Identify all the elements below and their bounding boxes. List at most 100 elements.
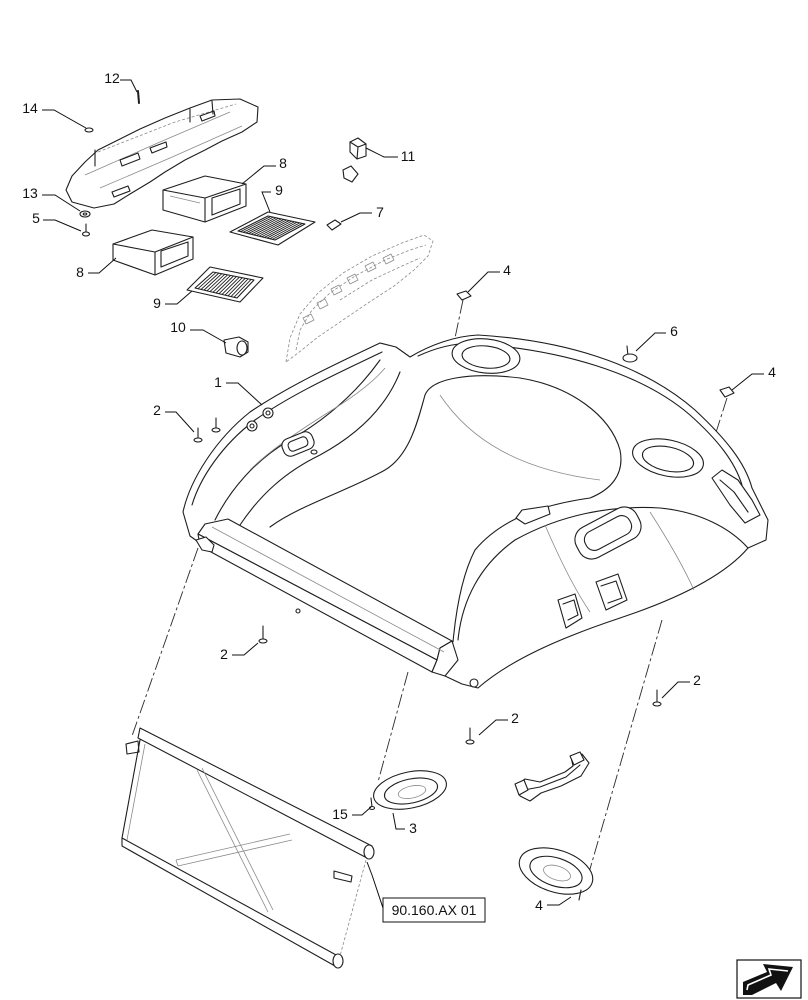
callouts: 12 14 13 5 8 9 11 7: [22, 70, 776, 913]
leader-line: [478, 719, 508, 736]
callout-number[interactable]: 8: [76, 264, 84, 280]
navigation-arrow-icon[interactable]: [736, 959, 802, 999]
filter-slat-line: [197, 272, 217, 290]
clip-small: [342, 165, 359, 183]
duct-edge: [84, 111, 231, 176]
callout-9-lower[interactable]: 9: [153, 290, 193, 311]
frame-roller-end: [363, 844, 375, 860]
arrow-shape: [743, 964, 793, 995]
callout-4-upper[interactable]: 4: [467, 262, 511, 293]
filter-slat-line: [243, 216, 274, 233]
side-vent-detail: [719, 479, 749, 513]
frame-brace: [201, 767, 274, 911]
callout-number[interactable]: 3: [409, 820, 417, 836]
callout-15[interactable]: 15: [332, 806, 372, 822]
side-wall-crease: [239, 371, 401, 526]
leader-line: [467, 271, 500, 293]
callout-9-upper[interactable]: 9: [261, 182, 283, 213]
phantom-line: [131, 547, 199, 737]
speaker-opening-right: [632, 438, 704, 478]
callout-8-lower[interactable]: 8: [76, 257, 117, 280]
filter-slat-line: [227, 277, 246, 297]
console-edge: [339, 257, 421, 301]
leader-line: [366, 861, 384, 909]
filter-slat-line: [224, 277, 243, 296]
leader-line: [661, 681, 690, 699]
callout-8-upper[interactable]: 8: [241, 155, 287, 185]
callout-number[interactable]: 13: [22, 185, 38, 201]
frame-side-right: [339, 859, 367, 957]
callout-5[interactable]: 5: [32, 210, 82, 232]
plug: [84, 127, 94, 133]
handle-end: [514, 779, 529, 796]
callout-number[interactable]: 4: [768, 364, 776, 380]
callout-2-right[interactable]: 2: [661, 672, 701, 699]
callout-number[interactable]: 5: [32, 210, 40, 226]
callout-2-visor[interactable]: 2: [220, 642, 259, 662]
duct-tab: [111, 185, 131, 198]
callout-number[interactable]: 4: [535, 897, 543, 913]
filter-slat-line: [200, 272, 220, 290]
callout-2-left[interactable]: 2: [153, 402, 195, 433]
leader-line: [731, 373, 764, 391]
cross-reference-link[interactable]: 90.160.AX 01: [366, 861, 486, 923]
shell-fastener: [246, 420, 258, 432]
callout-number[interactable]: 2: [220, 646, 228, 662]
callout-number[interactable]: 12: [104, 70, 120, 86]
callout-6[interactable]: 6: [635, 323, 678, 352]
screw: [193, 427, 203, 443]
callout-10[interactable]: 10: [170, 319, 227, 344]
callout-number[interactable]: 7: [376, 204, 384, 220]
duct-tab: [119, 152, 141, 167]
filter-slat-line: [272, 223, 303, 240]
switch-dot: [310, 449, 318, 455]
callout-number[interactable]: 11: [401, 148, 416, 164]
washer: [79, 210, 91, 218]
screw-shank: [578, 889, 582, 901]
pin-12: [137, 90, 140, 104]
plug-6: [622, 345, 638, 363]
reference-label[interactable]: 90.160.AX 01: [392, 902, 477, 918]
filter-slat-line: [215, 275, 234, 294]
callout-number[interactable]: 15: [332, 806, 348, 822]
callout-number[interactable]: 9: [275, 182, 283, 198]
callout-2-center[interactable]: 2: [478, 710, 519, 736]
leader-line: [635, 332, 666, 352]
headliner-assembly-1: [182, 334, 769, 689]
callout-number[interactable]: 1: [214, 374, 222, 390]
callout-number[interactable]: 2: [693, 672, 701, 688]
callout-number[interactable]: 6: [670, 323, 678, 339]
screw: [258, 625, 268, 644]
callout-number[interactable]: 14: [22, 100, 38, 116]
phantom-line: [454, 299, 464, 339]
callout-14[interactable]: 14: [22, 100, 87, 129]
speaker-hole: [641, 445, 695, 473]
callout-number[interactable]: 2: [511, 710, 519, 726]
callout-11[interactable]: 11: [365, 147, 416, 164]
callout-number[interactable]: 8: [279, 155, 287, 171]
callout-number[interactable]: 4: [503, 262, 511, 278]
callout-12[interactable]: 12: [104, 70, 138, 93]
callout-number[interactable]: 9: [153, 295, 161, 311]
screw-head: [652, 701, 662, 707]
speaker-hole: [461, 345, 511, 369]
assembly-phantom-lines: [131, 299, 728, 877]
filter-slat-line: [233, 279, 252, 298]
callout-4-right[interactable]: 4: [731, 364, 776, 391]
reference-box[interactable]: [382, 897, 486, 923]
callout-13[interactable]: 13: [22, 185, 81, 212]
leader-line: [232, 642, 259, 656]
leader-line: [352, 806, 372, 816]
roof-body-crease: [439, 394, 601, 481]
callout-3[interactable]: 3: [392, 812, 417, 836]
callout-4-lower[interactable]: 4: [535, 896, 572, 913]
duct-tab: [199, 110, 216, 122]
callout-number[interactable]: 2: [153, 402, 161, 418]
callout-7[interactable]: 7: [340, 204, 384, 223]
leader-line: [190, 329, 227, 344]
screw-head: [81, 231, 91, 237]
dome-lamp-opening-left: [281, 431, 315, 457]
callout-number[interactable]: 10: [170, 319, 186, 335]
callout-1[interactable]: 1: [214, 374, 263, 406]
